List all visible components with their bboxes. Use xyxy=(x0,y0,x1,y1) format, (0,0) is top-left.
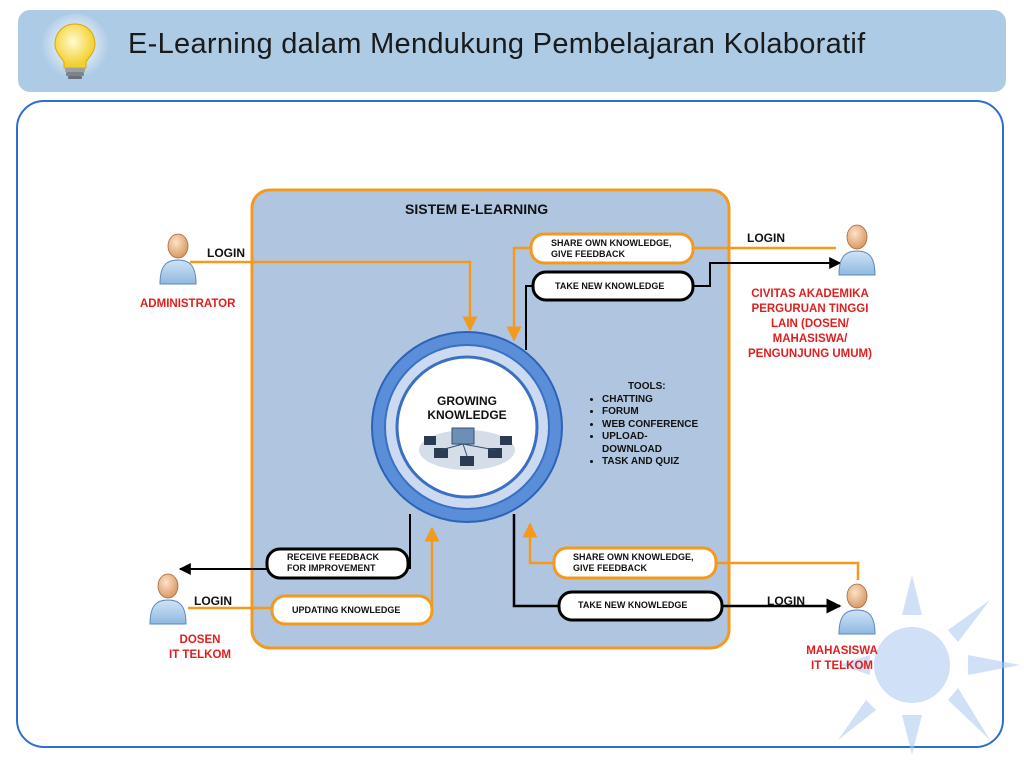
civitas-role-line: PENGUNJUNG UMUM) xyxy=(748,348,872,360)
tool-item-continuation: DOWNLOAD xyxy=(602,443,662,455)
system-title: SISTEM E-LEARNING xyxy=(405,201,549,217)
dosen-role-label: DOSEN IT TELKOM xyxy=(155,633,245,663)
take-top-label: TAKE NEW KNOWLEDGE xyxy=(555,281,665,291)
network-computers-icon xyxy=(419,427,515,470)
civitas-role-line: LAIN (DOSEN/ xyxy=(771,318,849,330)
dosen-role-line: IT TELKOM xyxy=(169,649,231,661)
share-top-box xyxy=(529,232,695,265)
civitas-person-icon xyxy=(838,224,876,276)
page-title: E-Learning dalam Mendukung Pembelajaran … xyxy=(128,28,866,60)
receive-label: RECEIVE FEEDBACK FOR IMPROVEMENT xyxy=(287,552,379,574)
tools-list: TOOLS: CHATTING FORUM WEB CONFERENCE UPL… xyxy=(588,381,698,469)
civitas-role-line: CIVITAS AKADEMIKA xyxy=(751,288,869,300)
lightbulb-icon xyxy=(41,14,109,82)
sun-decoration-icon xyxy=(838,575,1020,755)
mahasiswa-role-line: IT TELKOM xyxy=(811,660,873,672)
take-top-box xyxy=(531,270,695,302)
tool-item: FORUM xyxy=(602,406,698,419)
header-banner xyxy=(18,10,1006,92)
receive-box xyxy=(265,547,410,580)
share-bottom-label-line1: SHARE OWN KNOWLEDGE, xyxy=(573,552,694,562)
admin-login-connector xyxy=(190,260,478,332)
center-label-line2: KNOWLEDGE xyxy=(427,408,507,422)
tools-heading: TOOLS: xyxy=(628,381,666,392)
share-top-label-line2: GIVE FEEDBACK xyxy=(551,249,626,259)
center-label-line1: GROWING xyxy=(437,394,497,408)
dosen-login-label: LOGIN xyxy=(194,594,232,608)
share-bottom-box xyxy=(552,546,718,580)
civitas-role-line: MAHASISWA/ xyxy=(772,333,848,345)
take-top-connector xyxy=(525,285,533,350)
receive-label-line1: RECEIVE FEEDBACK xyxy=(287,552,380,562)
center-label: GROWING KNOWLEDGE xyxy=(417,394,517,422)
updating-box xyxy=(270,594,434,626)
civitas-role-label: CIVITAS AKADEMIKA PERGURUAN TINGGI LAIN … xyxy=(738,287,882,362)
share-bottom-into-circle xyxy=(522,522,554,565)
share-bottom-label: SHARE OWN KNOWLEDGE, GIVE FEEDBACK xyxy=(573,552,694,574)
dosen-role-line: DOSEN xyxy=(179,634,221,646)
share-top-into-circle xyxy=(506,246,531,342)
share-bottom-connector xyxy=(716,561,860,580)
updating-label: UPDATING KNOWLEDGE xyxy=(292,605,401,615)
mahasiswa-person-icon xyxy=(838,583,876,635)
tool-item-text: UPLOAD- xyxy=(602,431,648,442)
admin-login-label: LOGIN xyxy=(207,246,245,260)
share-top-label-line1: SHARE OWN KNOWLEDGE, xyxy=(551,238,672,248)
tool-item: UPLOAD-DOWNLOAD xyxy=(602,431,698,456)
administrator-role-label: ADMINISTRATOR xyxy=(140,298,236,310)
share-top-label: SHARE OWN KNOWLEDGE, GIVE FEEDBACK xyxy=(551,238,672,260)
tool-item: CHATTING xyxy=(602,394,698,407)
civitas-login-label: LOGIN xyxy=(747,231,785,245)
take-bottom-connector xyxy=(512,514,559,608)
take-bottom-label: TAKE NEW KNOWLEDGE xyxy=(578,600,688,610)
administrator-person-icon xyxy=(159,233,197,285)
take-bottom-box xyxy=(557,590,724,622)
tool-item: TASK AND QUIZ xyxy=(602,456,698,469)
tool-item: WEB CONFERENCE xyxy=(602,419,698,432)
mahasiswa-role-line: MAHASISWA xyxy=(806,645,878,657)
knowledge-ring-inner xyxy=(395,355,539,499)
take-top-to-civitas xyxy=(693,257,842,287)
content-frame xyxy=(16,100,1004,748)
share-bottom-label-line2: GIVE FEEDBACK xyxy=(573,563,648,573)
mahasiswa-role-label: MAHASISWA IT TELKOM xyxy=(792,644,892,674)
dosen-person-icon xyxy=(149,573,187,625)
receive-label-line2: FOR IMPROVEMENT xyxy=(287,563,376,573)
mahasiswa-login-label: LOGIN xyxy=(767,594,805,608)
civitas-role-line: PERGURUAN TINGGI xyxy=(751,303,869,315)
